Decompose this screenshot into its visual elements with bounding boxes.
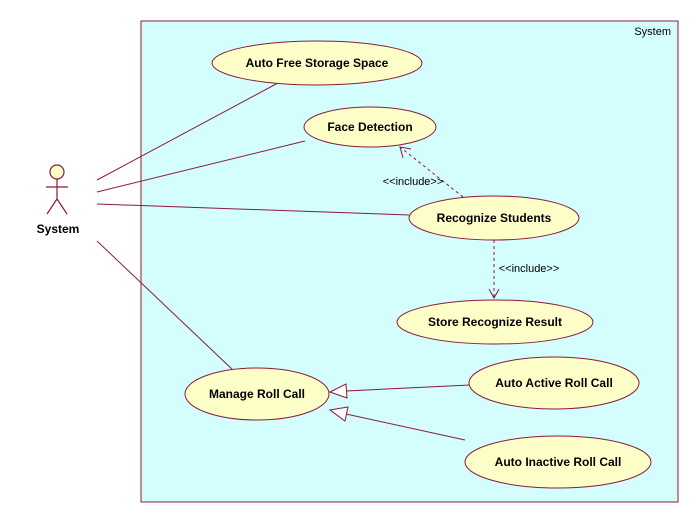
include-arrowhead [488,288,500,300]
use-case-label: Store Recognize Result [428,315,562,329]
use-case-ellipse [468,356,640,410]
actor-head [49,164,65,180]
system-boundary-label: System [634,26,671,38]
use-case-label: Auto Free Storage Space [246,56,389,70]
actor-right-leg [56,198,68,215]
generalization-line [345,413,466,441]
use-case-label: Auto Active Roll Call [495,376,613,390]
include-label: <<include>> [499,263,560,275]
use-case-recognize-students: Recognize Students [408,195,580,241]
assoc-face-detection [96,140,306,193]
use-case-label: Auto Inactive Roll Call [495,455,622,469]
generalization-arrowhead [328,406,349,422]
use-case-label: Recognize Students [437,211,552,225]
generalization-auto-active [328,383,471,399]
assoc-auto-free-storage [96,82,279,181]
use-case-ellipse [184,367,330,421]
generalization-auto-inactive [328,406,466,441]
include-face-detection: <<include>> [383,146,464,198]
actor-system: System [37,164,80,236]
system-boundary [140,20,679,503]
use-case-ellipse [464,435,652,489]
include-store-result: <<include>> [488,240,560,300]
use-case-ellipse [303,106,437,148]
include-label: <<include>> [383,176,444,188]
generalization-line [345,384,471,392]
use-case-label: Face Detection [327,120,412,134]
include-arrowhead [399,146,412,159]
use-case-ellipse [408,195,580,241]
use-case-auto-free-storage: Auto Free Storage Space [211,40,423,86]
assoc-recognize-students [96,203,410,216]
use-case-ellipse [396,299,594,345]
assoc-manage-roll-call [96,240,235,372]
use-case-manage-roll-call: Manage Roll Call [184,367,330,421]
actor-label: System [37,222,80,236]
include-line [399,146,464,198]
generalization-arrowhead [328,383,348,399]
use-case-store-result: Store Recognize Result [396,299,594,345]
actor-left-leg [46,198,58,215]
use-case-auto-active-roll-call: Auto Active Roll Call [468,356,640,410]
use-case-label: Manage Roll Call [209,387,305,401]
use-case-ellipse [211,40,423,86]
use-case-auto-inactive-roll-call: Auto Inactive Roll Call [464,435,652,489]
use-case-face-detection: Face Detection [303,106,437,148]
